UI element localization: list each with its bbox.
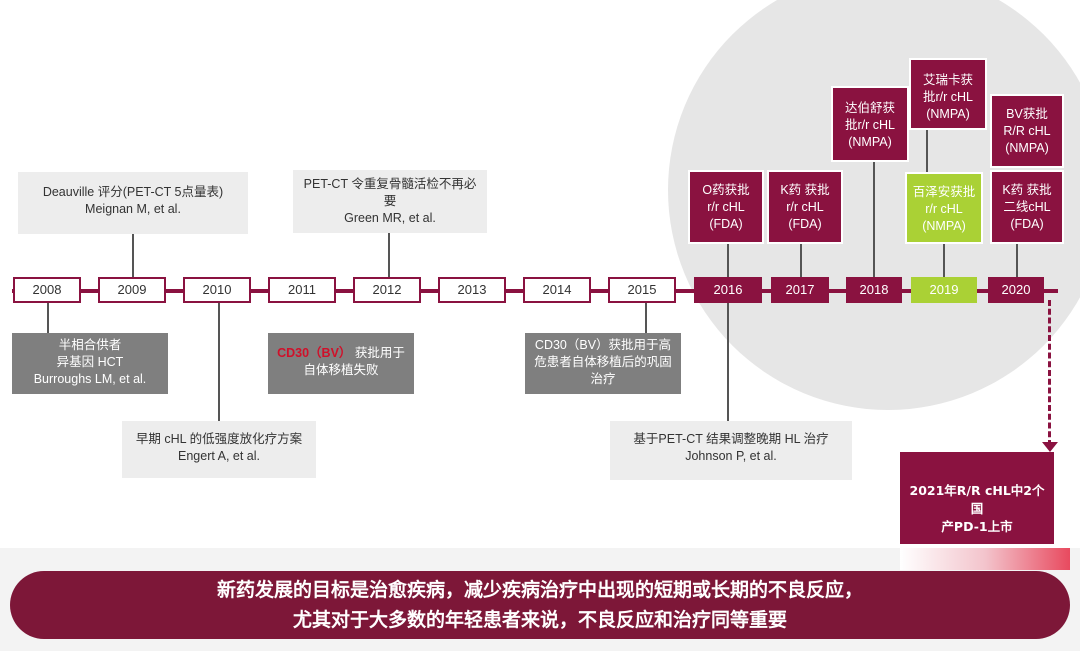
event-text: Deauville 评分(PET-CT 5点量表) (42, 185, 224, 199)
event-text: 半相合供者 (58, 338, 122, 352)
event-petct: PET-CT 令重复骨髓活检不再必 要 Green MR, et al. (293, 170, 487, 233)
year-2008: 2008 (13, 277, 81, 303)
event-text: PET-CT 令重复骨髓活检不再必 (303, 177, 477, 191)
final-text: 2021年R/R cHL中2个国 (909, 483, 1045, 516)
approval-text: 艾瑞卡获 (922, 73, 973, 87)
arrow-down-icon (1042, 442, 1058, 452)
year-2014: 2014 (523, 277, 591, 303)
connector-line (47, 303, 49, 333)
event-text: 早期 cHL 的低强度放化疗方案 (135, 432, 303, 446)
year-2019: 2019 (911, 277, 977, 303)
approval-text: BV获批 (1006, 107, 1048, 121)
final-box-2021: 2021年R/R cHL中2个国 产PD-1上市 (900, 452, 1054, 544)
event-johnson: 基于PET-CT 结果调整晚期 HL 治疗 Johnson P, et al. (610, 421, 852, 480)
event-text: 异基因 HCT (56, 355, 124, 369)
approval-text: r/r cHL (925, 202, 963, 216)
approval-k-2020: K药 获批 二线cHL (FDA) (990, 170, 1064, 244)
approval-airuika: 艾瑞卡获 批r/r cHL (NMPA) (909, 58, 987, 130)
approval-text: K药 获批 (780, 183, 830, 197)
final-text: 产PD-1上市 (941, 519, 1013, 534)
approval-text: 二线cHL (1003, 200, 1051, 214)
year-2018: 2018 (846, 277, 902, 303)
approval-baize: 百泽安获批 r/r cHL (NMPA) (905, 172, 983, 244)
year-2010: 2010 (183, 277, 251, 303)
approval-text: (FDA) (1010, 217, 1044, 231)
dashed-connector (1048, 300, 1051, 446)
approval-k-2017: K药 获批 r/r cHL (FDA) (767, 170, 843, 244)
approval-text: K药 获批 (1002, 183, 1052, 197)
approval-text: (NMPA) (1005, 141, 1049, 155)
event-author: Engert A, et al. (178, 449, 260, 463)
approval-text: (NMPA) (848, 135, 892, 149)
year-2013: 2013 (438, 277, 506, 303)
event-author: Meignan M, et al. (85, 202, 181, 216)
event-text: 危患者自体移植后的巩固 (534, 355, 672, 369)
event-text: 要 (383, 194, 397, 208)
connector-line (873, 160, 875, 277)
event-text: 基于PET-CT 结果调整晚期 HL 治疗 (633, 432, 829, 446)
event-cd30-2011: CD30（BV） 获批用于 自体移植失败 (268, 333, 414, 394)
decorative-strip (900, 548, 1070, 570)
approval-text: (FDA) (709, 217, 743, 231)
event-cd30-2015: CD30（BV）获批用于高 危患者自体移植后的巩固 治疗 (525, 333, 681, 394)
connector-line (388, 233, 390, 279)
year-2015: 2015 (608, 277, 676, 303)
approval-text: 百泽安获批 (912, 185, 976, 199)
year-2011: 2011 (268, 277, 336, 303)
event-deauville: Deauville 评分(PET-CT 5点量表) Meignan M, et … (18, 172, 248, 234)
approval-text: r/r cHL (707, 200, 745, 214)
approval-o-2016: O药获批 r/r cHL (FDA) (688, 170, 764, 244)
year-2020: 2020 (988, 277, 1044, 303)
approval-text: (FDA) (788, 217, 822, 231)
event-author: Johnson P, et al. (685, 449, 777, 463)
connector-line (645, 303, 647, 333)
approval-text: r/r cHL (786, 200, 824, 214)
year-2016: 2016 (694, 277, 762, 303)
connector-line (943, 243, 945, 277)
year-2017: 2017 (771, 277, 829, 303)
approval-text: (NMPA) (926, 107, 970, 121)
event-haplo: 半相合供者 异基因 HCT Burroughs LM, et al. (12, 333, 168, 394)
event-text: 治疗 (590, 372, 616, 386)
summary-banner: 新药发展的目标是治愈疾病，减少疾病治疗中出现的短期或长期的不良反应， 尤其对于大… (10, 571, 1070, 639)
approval-bv-2020: BV获批 R/R cHL (NMPA) (990, 94, 1064, 168)
event-text: CD30（BV）获批用于高 (534, 338, 672, 352)
event-text: 自体移植失败 (303, 363, 379, 377)
event-text: 获批用于 (354, 346, 405, 360)
event-author: Burroughs LM, et al. (33, 372, 147, 386)
connector-line (727, 243, 729, 277)
banner-line-1: 新药发展的目标是治愈疾病，减少疾病治疗中出现的短期或长期的不良反应， (216, 579, 863, 601)
connector-line (132, 233, 134, 279)
connector-line (727, 303, 729, 421)
banner-line-2: 尤其对于大多数的年轻患者来说，不良反应和治疗同等重要 (292, 609, 787, 631)
approval-text: 达伯舒获 (844, 101, 895, 115)
connector-line (800, 243, 802, 277)
year-2009: 2009 (98, 277, 166, 303)
approval-daboshu: 达伯舒获 批r/r cHL (NMPA) (831, 86, 909, 162)
connector-line (926, 128, 928, 174)
event-early-chl: 早期 cHL 的低强度放化疗方案 Engert A, et al. (122, 421, 316, 478)
connector-line (1016, 243, 1018, 277)
approval-text: 批r/r cHL (844, 118, 895, 132)
approval-text: R/R cHL (1003, 124, 1051, 138)
approval-text: 批r/r cHL (922, 90, 973, 104)
approval-text: O药获批 (702, 183, 750, 197)
approval-text: (NMPA) (922, 219, 966, 233)
year-2012: 2012 (353, 277, 421, 303)
event-author: Green MR, et al. (344, 211, 436, 225)
connector-line (218, 303, 220, 421)
drug-highlight: CD30（BV） (277, 346, 352, 360)
